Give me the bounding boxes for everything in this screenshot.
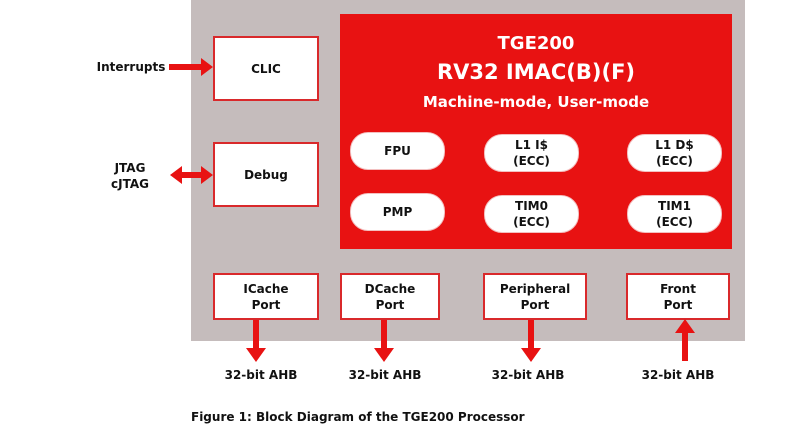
unit-label: FPU bbox=[384, 144, 411, 158]
front-up-arrow-icon bbox=[675, 319, 695, 361]
clic-block: CLIC bbox=[213, 36, 319, 101]
unit-sublabel: (ECC) bbox=[656, 154, 693, 168]
bus-label: 32-bit AHB bbox=[491, 368, 565, 382]
unit-sublabel: (ECC) bbox=[513, 154, 550, 168]
port-label: DCache bbox=[364, 281, 416, 296]
unit-label: PMP bbox=[382, 205, 413, 219]
unit-tim0: TIM0 (ECC) bbox=[484, 195, 579, 233]
port-sublabel: Port bbox=[251, 297, 281, 312]
interrupts-arrow-icon bbox=[169, 58, 213, 76]
debug-block: Debug bbox=[213, 142, 319, 207]
port-sublabel: Port bbox=[663, 297, 693, 312]
port-sublabel: Port bbox=[375, 297, 405, 312]
jtag-label: JTAG bbox=[114, 161, 146, 175]
port-sublabel: Port bbox=[520, 297, 550, 312]
unit-label: TIM1 bbox=[658, 199, 691, 213]
core-isa: RV32 IMAC(B)(F) bbox=[436, 60, 636, 84]
jtag-bidirectional-arrow-icon bbox=[170, 166, 213, 184]
core-title: TGE200 bbox=[497, 33, 575, 54]
port-label: ICache bbox=[243, 281, 289, 296]
peripheral-down-arrow-icon bbox=[521, 320, 541, 362]
unit-fpu: FPU bbox=[350, 132, 445, 170]
interrupts-label: Interrupts bbox=[96, 60, 166, 74]
dcache-down-arrow-icon bbox=[374, 320, 394, 362]
port-label: Front bbox=[660, 281, 696, 296]
debug-label: Debug bbox=[244, 167, 288, 182]
port-label: Peripheral bbox=[499, 281, 571, 296]
bus-label: 32-bit AHB bbox=[348, 368, 422, 382]
unit-label: L1 I$ bbox=[515, 138, 548, 152]
cjtag-label: cJTAG bbox=[111, 177, 149, 191]
clic-label: CLIC bbox=[251, 61, 281, 76]
unit-l1-dcache: L1 D$ (ECC) bbox=[627, 134, 722, 172]
bus-label: 32-bit AHB bbox=[224, 368, 298, 382]
unit-l1-icache: L1 I$ (ECC) bbox=[484, 134, 579, 172]
unit-label: TIM0 bbox=[515, 199, 548, 213]
icache-down-arrow-icon bbox=[246, 320, 266, 362]
unit-label: L1 D$ bbox=[655, 138, 694, 152]
unit-sublabel: (ECC) bbox=[656, 215, 693, 229]
bus-label: 32-bit AHB bbox=[641, 368, 715, 382]
unit-pmp: PMP bbox=[350, 193, 445, 231]
figure-caption: Figure 1: Block Diagram of the TGE200 Pr… bbox=[191, 410, 525, 424]
unit-tim1: TIM1 (ECC) bbox=[627, 195, 722, 233]
core-modes: Machine-mode, User-mode bbox=[422, 93, 650, 111]
unit-sublabel: (ECC) bbox=[513, 215, 550, 229]
